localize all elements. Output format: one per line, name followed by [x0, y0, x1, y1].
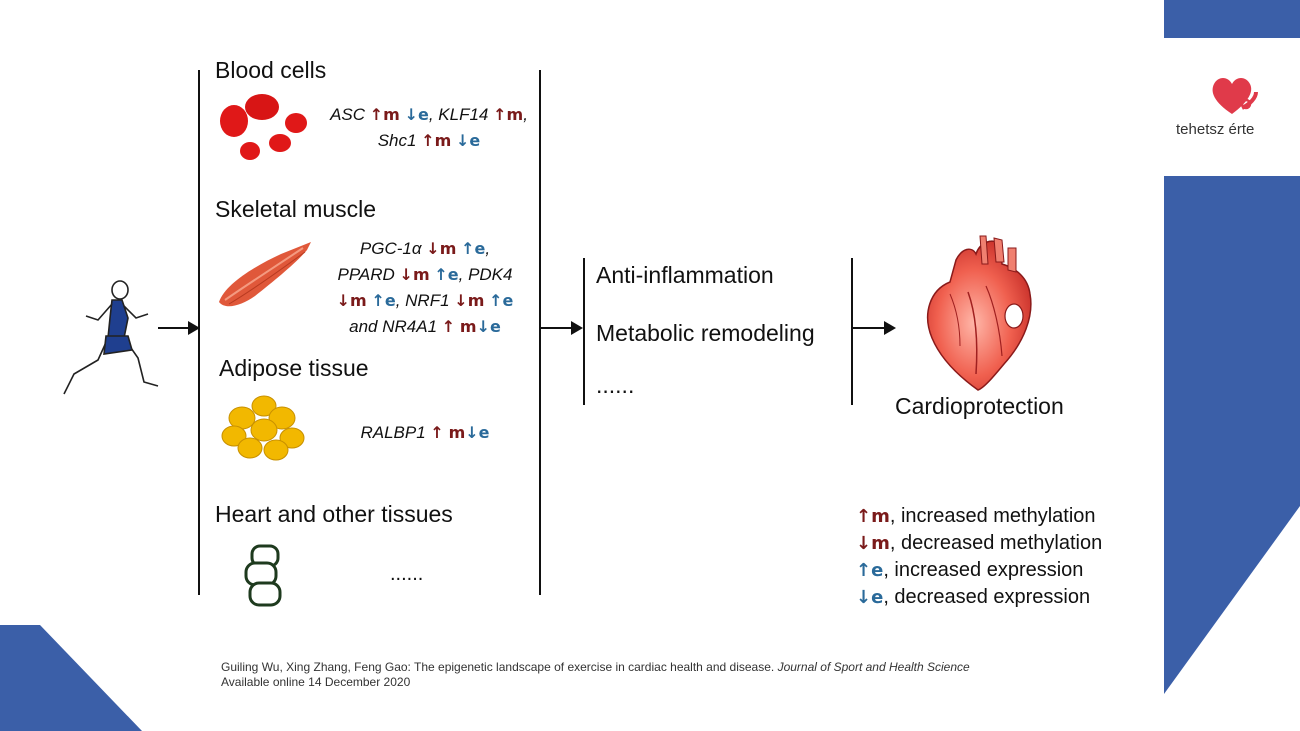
citation-date: Available online 14 December 2020 [221, 675, 411, 689]
blood-cells-title: Blood cells [215, 57, 327, 83]
top-right-blue-bar [1164, 0, 1300, 38]
effects-arrow [852, 321, 896, 335]
runner-icon [63, 280, 159, 395]
adipose-cells-icon [221, 395, 305, 461]
gene-shc1: Shc1 [377, 131, 417, 150]
citation-journal: Journal of Sport and Health Science [777, 660, 970, 674]
gene-ppard: PPARD [337, 265, 395, 284]
gene-ralbp1: RALBP1 [360, 423, 426, 442]
gene-pgc1a: PGC-1α [359, 239, 422, 258]
gene-pdk4: , PDK4 [458, 265, 513, 284]
bottom-left-blue-triangle [0, 625, 142, 731]
gene-nrf1: , NRF1 [395, 291, 450, 310]
adipose-tissue-title: Adipose tissue [219, 355, 369, 381]
skeletal-muscle-title: Skeletal muscle [215, 196, 377, 222]
citation-authors: Guiling Wu, Xing Zhang, Feng Gao: The ep… [221, 660, 775, 674]
cardioprotection-label: Cardioprotection [895, 393, 1064, 419]
logo-text: tehetsz érte [1176, 121, 1255, 138]
muscle-genes: PGC-1α ↓m ↑e, PPARD ↓m ↑e, PDK4 ↓m ↑e, N… [336, 239, 514, 336]
gene-klf14: , KLF14 [428, 105, 489, 124]
adipose-genes: RALBP1 ↑ m↓e [360, 423, 490, 442]
heart-organ-icon [927, 235, 1032, 391]
heart-tissues-ellipsis: ...... [390, 563, 424, 585]
effect-ellipsis: ...... [596, 372, 635, 398]
citation: Guiling Wu, Xing Zhang, Feng Gao: The ep… [221, 660, 970, 690]
legend-increased-methylation: ↑m, increased methylation [856, 505, 1096, 527]
right-bracket-line [539, 70, 541, 595]
tissues-arrow [541, 321, 583, 335]
muscle-icon [219, 242, 311, 307]
gene-asc: ASC [330, 105, 366, 124]
right-blue-shape [1164, 176, 1300, 694]
legend: ↑m, increased methylation ↓m, decreased … [856, 503, 1102, 611]
runner-arrow [158, 321, 200, 335]
effect-anti-inflammation: Anti-inflammation [596, 262, 774, 288]
gene-nr4a1: and NR4A1 [349, 317, 438, 336]
heart-logo-icon [1212, 78, 1258, 114]
legend-decreased-methylation: ↓m, decreased methylation [856, 532, 1103, 554]
effect-metabolic-remodeling: Metabolic remodeling [596, 320, 815, 346]
legend-decreased-expression: ↓e, decreased expression [856, 586, 1091, 608]
red-blood-cells-icon [220, 94, 307, 160]
heart-tissues-title: Heart and other tissues [215, 501, 453, 527]
legend-increased-expression: ↑e, increased expression [856, 559, 1084, 581]
tissue-cells-icon [244, 544, 282, 607]
effects-bracket-line [583, 258, 585, 405]
blood-genes: ASC ↑m ↓e, KLF14 ↑m, Shc1 ↑m ↓e [330, 105, 528, 150]
outcome-bracket-line [851, 258, 853, 405]
left-bracket-line [198, 70, 200, 595]
